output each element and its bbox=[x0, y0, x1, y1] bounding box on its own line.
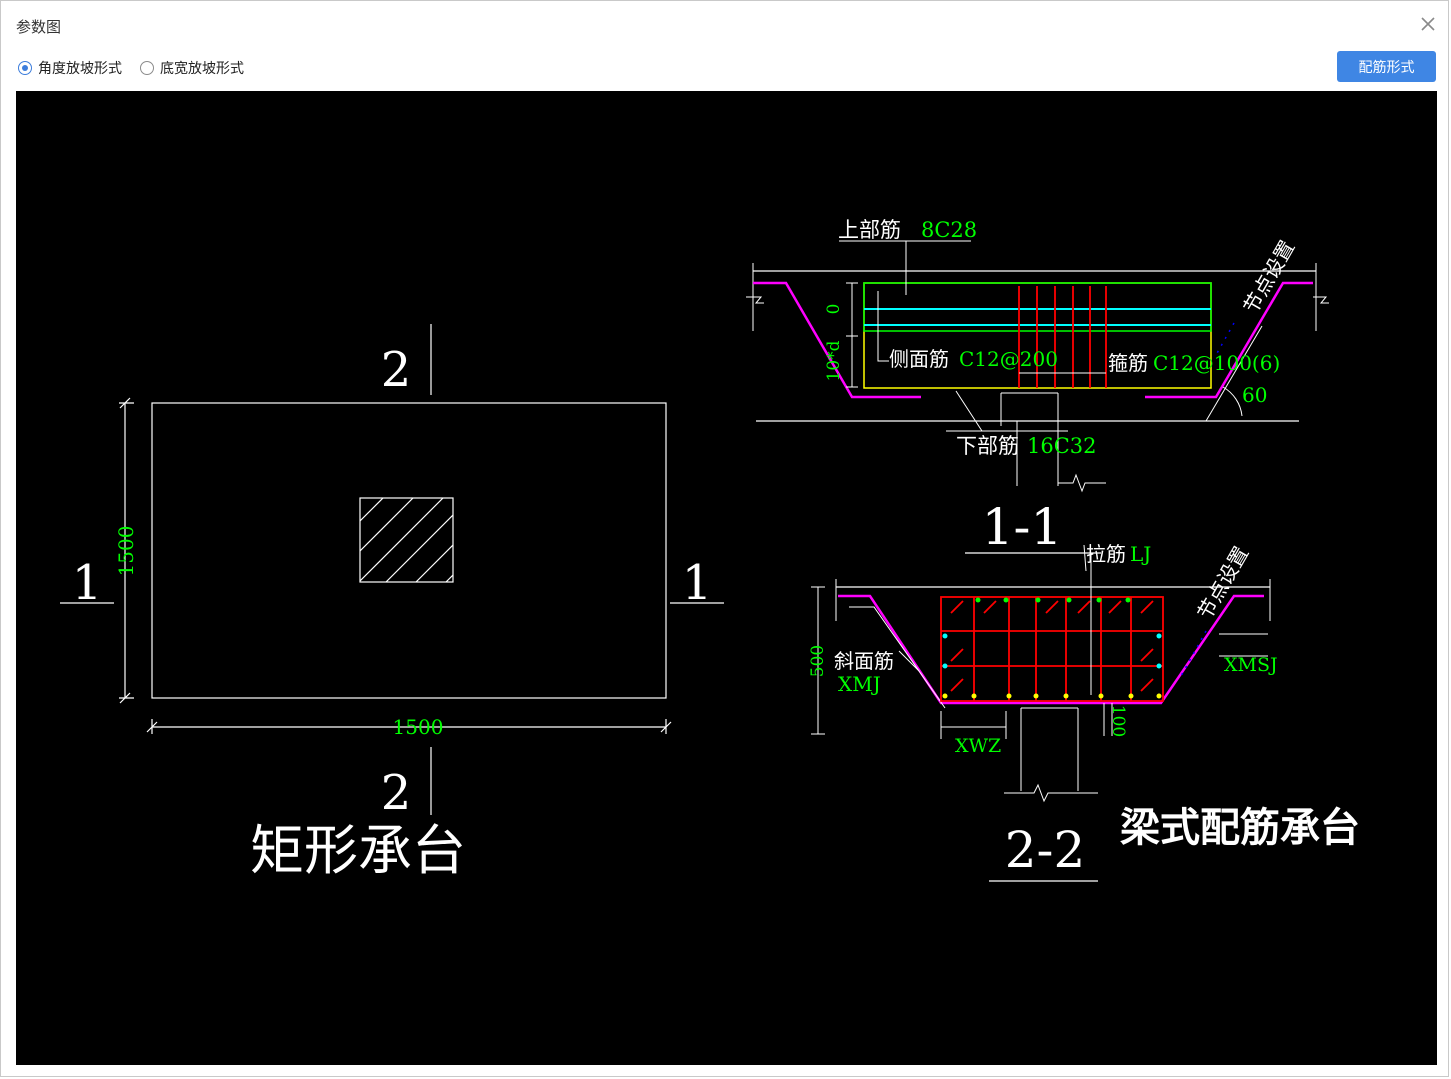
radio-angle-slope[interactable]: 角度放坡形式 bbox=[18, 58, 122, 78]
rebar-dots bbox=[942, 597, 1162, 699]
bottom-rebar-label: 下部筋 bbox=[956, 434, 1019, 458]
radio-bottom-width-slope[interactable]: 底宽放坡形式 bbox=[140, 58, 244, 78]
stirrup-label: 箍筋 bbox=[1108, 351, 1148, 375]
section-mark-2-top: 2 bbox=[381, 342, 412, 398]
beam-cap-caption: 梁式配筋承台 bbox=[1120, 804, 1360, 851]
title-bar: 参数图 bbox=[1, 1, 1448, 47]
section-mark-1-right: 1 bbox=[682, 555, 713, 611]
top-rebar-value: 8C28 bbox=[921, 218, 977, 242]
radio-bottom-width-slope-label: 底宽放坡形式 bbox=[160, 61, 244, 77]
section-mark-1-left: 1 bbox=[72, 555, 103, 611]
column-hatch bbox=[360, 498, 453, 582]
section-1-1 bbox=[746, 240, 1329, 554]
close-icon[interactable] bbox=[1419, 15, 1437, 33]
plan-view bbox=[60, 324, 724, 815]
dim-width-label: 1500 bbox=[393, 715, 444, 739]
section-2-2-title: 2-2 bbox=[1005, 821, 1086, 879]
section-mark-2-bottom: 2 bbox=[381, 765, 412, 821]
angle-label: 60 bbox=[1242, 383, 1267, 407]
slope-rebar-value: XMJ bbox=[838, 672, 881, 696]
dim-zero-label: 0 bbox=[824, 304, 844, 315]
cad-drawing: 1 1 2 2 1500 1500 矩形承台 bbox=[60, 218, 1360, 882]
stirrup-hooks bbox=[950, 600, 1154, 692]
dim-500-label: 500 bbox=[808, 645, 828, 677]
tie-label: 拉筋 bbox=[1086, 542, 1126, 566]
pile-cap-outline bbox=[151, 402, 667, 699]
top-rebar-label: 上部筋 bbox=[838, 218, 901, 242]
tie-value: LJ bbox=[1130, 542, 1151, 566]
bottom-rebar-value: 16C32 bbox=[1027, 434, 1097, 458]
column-outline bbox=[359, 497, 454, 583]
radio-checked-icon[interactable] bbox=[18, 61, 32, 75]
slope-rebar-label: 斜面筋 bbox=[834, 649, 894, 673]
drawing-canvas: 1 1 2 2 1500 1500 矩形承台 bbox=[16, 91, 1437, 1065]
dim-10d-label: 10*d bbox=[824, 340, 844, 381]
section-2-2 bbox=[811, 544, 1271, 882]
plan-title: 矩形承台 bbox=[250, 819, 466, 882]
radio-angle-slope-label: 角度放坡形式 bbox=[38, 61, 122, 77]
xmsj-label: XMSJ bbox=[1224, 654, 1278, 676]
dim-height-label: 1500 bbox=[114, 526, 138, 577]
dim-height-line bbox=[119, 397, 134, 704]
dialog-title: 参数图 bbox=[16, 18, 62, 36]
side-rebar-value: C12@200 bbox=[959, 347, 1058, 371]
stirrup-value: C12@100(6) bbox=[1153, 351, 1280, 375]
xwz-label: XWZ bbox=[955, 735, 1001, 757]
rebar-form-button[interactable]: 配筋形式 bbox=[1337, 51, 1436, 82]
radio-unchecked-icon[interactable] bbox=[140, 61, 154, 75]
side-rebar-label: 侧面筋 bbox=[889, 347, 949, 371]
dim-100-label: 100 bbox=[1108, 705, 1128, 737]
dim-width-line bbox=[146, 719, 672, 734]
toolbar: 角度放坡形式 底宽放坡形式 配筋形式 bbox=[1, 49, 1448, 85]
section-1-1-title: 1-1 bbox=[982, 498, 1063, 556]
